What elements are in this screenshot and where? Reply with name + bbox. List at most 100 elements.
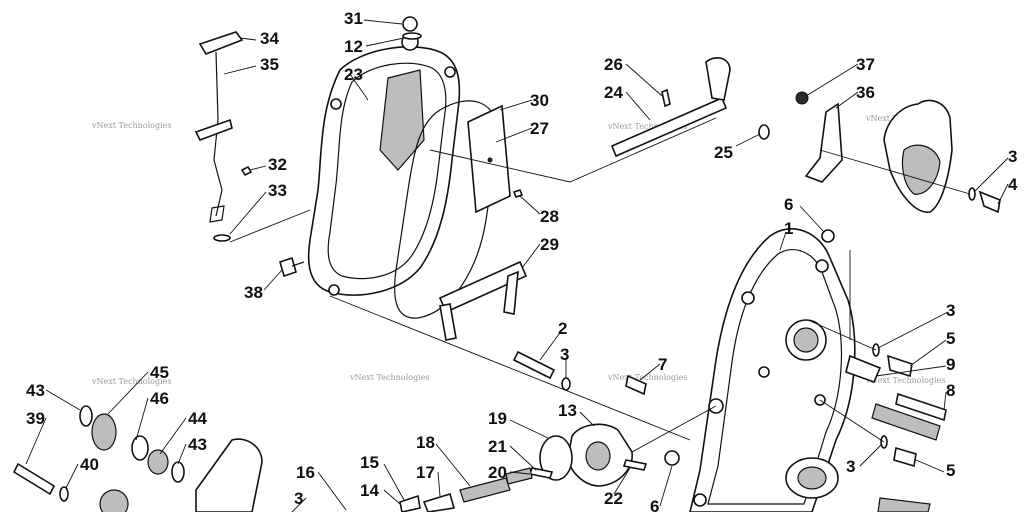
assembly-line-7 bbox=[819, 399, 885, 443]
assembly-line-8 bbox=[819, 149, 971, 195]
callout-4: 4 bbox=[1008, 175, 1018, 194]
screw-22 bbox=[622, 459, 648, 471]
leader-3-bottom bbox=[291, 497, 307, 512]
callout-3-bottom: 3 bbox=[294, 489, 303, 508]
housing-nut-6-lower bbox=[693, 493, 707, 507]
leader-5-upper bbox=[909, 339, 947, 367]
assembly-line-6 bbox=[631, 405, 717, 453]
leader-25 bbox=[735, 133, 761, 147]
callout-43-upper: 43 bbox=[26, 381, 45, 400]
bolt-4 bbox=[978, 190, 1001, 214]
leader-1 bbox=[779, 231, 787, 251]
leader-34 bbox=[239, 37, 257, 41]
callout-9: 9 bbox=[946, 355, 955, 374]
callout-7: 7 bbox=[658, 355, 667, 374]
leader-27 bbox=[495, 127, 533, 143]
watermark-3: vNext Technologies bbox=[607, 122, 687, 131]
nut-37 bbox=[795, 91, 809, 105]
callout-5-lower: 5 bbox=[946, 461, 955, 480]
assembly-line-3 bbox=[329, 295, 691, 441]
callout-12: 12 bbox=[344, 37, 363, 56]
callout-35: 35 bbox=[260, 55, 279, 74]
callout-31: 31 bbox=[344, 9, 363, 28]
cover-o-ring-12 bbox=[402, 32, 422, 40]
idler-parts bbox=[12, 405, 263, 512]
leader-8 bbox=[943, 391, 947, 411]
cover-bolt-hole-1 bbox=[330, 98, 342, 110]
callout-22: 22 bbox=[604, 489, 623, 508]
gasket-19 bbox=[539, 435, 573, 481]
bracket-leg-left bbox=[439, 303, 457, 341]
leader-12 bbox=[365, 37, 405, 47]
leader-19 bbox=[509, 419, 549, 439]
leader-17 bbox=[437, 471, 441, 497]
watermark-8: vNext Technologies bbox=[91, 377, 171, 386]
chain-case-cover bbox=[307, 16, 461, 296]
dipstick-rod bbox=[213, 51, 223, 217]
leader-31 bbox=[363, 19, 403, 25]
leader-39 bbox=[25, 417, 47, 465]
leader-23 bbox=[349, 73, 369, 101]
callout-27: 27 bbox=[530, 119, 549, 138]
center-parts bbox=[505, 350, 648, 487]
bracket-leg-right bbox=[503, 270, 519, 315]
callout-24: 24 bbox=[604, 83, 623, 102]
leader-43-lower bbox=[177, 443, 187, 465]
callout-36: 36 bbox=[856, 83, 875, 102]
callout-3-upper: 3 bbox=[946, 301, 955, 320]
callout-29: 29 bbox=[540, 235, 559, 254]
callout-numbers: 34 35 32 33 31 12 23 30 27 28 29 26 24 2… bbox=[26, 9, 1018, 512]
plug-7 bbox=[625, 374, 647, 396]
washer-40 bbox=[59, 486, 69, 502]
assembly-line-1 bbox=[229, 209, 311, 243]
pin-14 bbox=[399, 494, 421, 512]
watermark-1: vNext Technologies bbox=[91, 121, 171, 130]
leader-16 bbox=[317, 471, 347, 511]
bolt-38 bbox=[279, 256, 305, 278]
leader-2 bbox=[539, 329, 563, 361]
leader-38 bbox=[263, 269, 283, 291]
cover-bolt-hole-2 bbox=[444, 66, 456, 78]
shaft-splined bbox=[871, 403, 941, 441]
callout-2: 2 bbox=[558, 319, 567, 338]
callout-15: 15 bbox=[360, 453, 379, 472]
dipstick-handle bbox=[198, 31, 244, 55]
cover-plate bbox=[467, 104, 524, 214]
callout-16: 16 bbox=[296, 463, 315, 482]
idler-bracket bbox=[195, 438, 263, 512]
leader-13 bbox=[579, 411, 595, 427]
callout-5-upper: 5 bbox=[946, 329, 955, 348]
callout-13: 13 bbox=[558, 401, 577, 420]
bolt-38-head bbox=[279, 256, 297, 278]
leader-3-top bbox=[973, 157, 1009, 193]
bolt-5-upper bbox=[887, 354, 913, 378]
shaft-lower-splined bbox=[877, 497, 931, 512]
leader-35 bbox=[223, 65, 257, 75]
spacer-44 bbox=[147, 449, 169, 475]
shift-lever bbox=[705, 57, 731, 101]
right-fasteners bbox=[845, 343, 947, 512]
cover-outer bbox=[307, 46, 461, 296]
leader-29 bbox=[521, 243, 541, 269]
callout-8: 8 bbox=[946, 381, 955, 400]
leader-18 bbox=[435, 443, 471, 487]
callout-26: 26 bbox=[604, 55, 623, 74]
leader-6-top bbox=[799, 205, 825, 233]
callout-45: 45 bbox=[150, 363, 169, 382]
cover-cap-31 bbox=[402, 16, 418, 32]
callout-39: 39 bbox=[26, 409, 45, 428]
leader-lines bbox=[25, 19, 1009, 512]
cover-bolt-hole-3 bbox=[328, 284, 340, 296]
housing-nut-6-top bbox=[821, 229, 835, 243]
shift-link-36 bbox=[804, 102, 843, 183]
leader-26 bbox=[625, 63, 663, 97]
leader-4 bbox=[997, 183, 1009, 205]
leader-37 bbox=[805, 63, 859, 97]
leader-43-upper bbox=[45, 389, 81, 411]
callout-3-lower: 3 bbox=[846, 457, 855, 476]
spacer-46 bbox=[131, 435, 149, 461]
assembly-line-2 bbox=[429, 117, 717, 183]
leader-24 bbox=[625, 91, 651, 121]
leader-32 bbox=[249, 165, 267, 171]
stud-2 bbox=[512, 350, 556, 380]
